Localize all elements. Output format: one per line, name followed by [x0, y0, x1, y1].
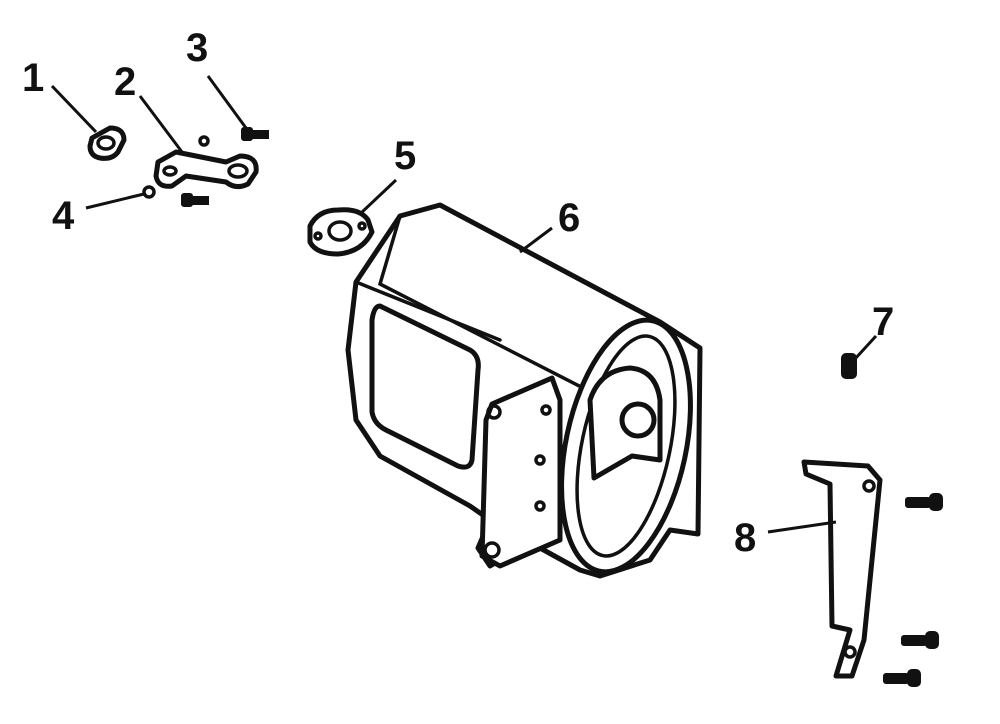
part-3-bolt [181, 127, 269, 207]
part-5-muffler-gasket [307, 207, 375, 257]
part-1-gasket [87, 125, 127, 161]
callout-8: 8 [734, 516, 757, 560]
part-8-bracket [801, 459, 883, 679]
callout-6: 6 [558, 196, 581, 240]
callout-5: 5 [394, 134, 417, 178]
bracket-bolts [883, 493, 943, 687]
callout-4: 4 [52, 194, 75, 238]
part-7-nut [841, 353, 857, 379]
part-6-muffler [345, 202, 703, 579]
callout-2: 2 [114, 60, 137, 104]
leader-lines [50, 75, 878, 534]
part-2-exhaust-pipe [153, 135, 259, 190]
callout-3: 3 [186, 26, 209, 70]
part-4-washer [142, 185, 156, 199]
callout-1: 1 [22, 56, 45, 100]
callout-7: 7 [872, 300, 895, 344]
